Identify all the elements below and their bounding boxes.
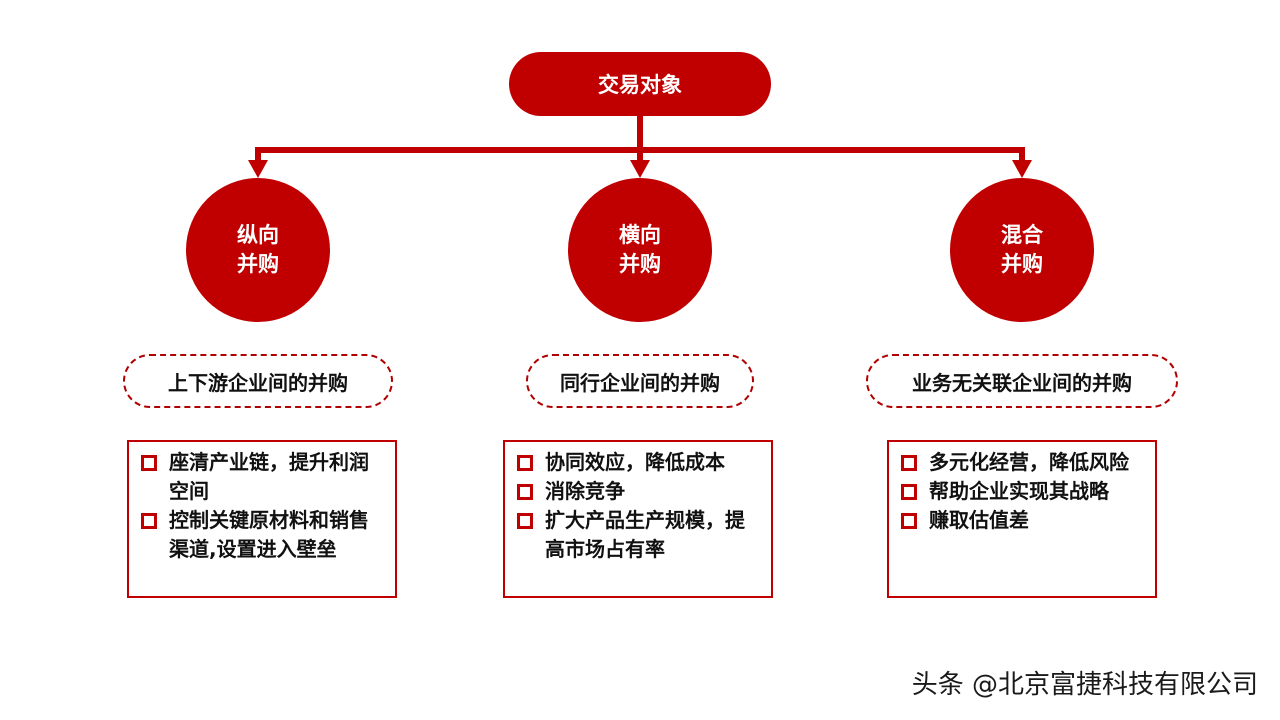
square-bullet-icon <box>141 455 157 471</box>
branch-title-line1: 横向 <box>619 223 661 247</box>
branch-title-line1: 纵向 <box>237 223 279 247</box>
point-item: 多元化经营，降低风险 <box>901 448 1147 477</box>
square-bullet-icon <box>517 455 533 471</box>
point-text: 扩大产品生产规模，提高市场占有率 <box>545 508 745 561</box>
points-box-vertical: 座清产业链，提升利润空间 控制关键原材料和销售渠道,设置进入壁垒 <box>127 440 397 598</box>
branch-desc-text: 上下游企业间的并购 <box>168 370 348 395</box>
point-text: 控制关键原材料和销售渠道,设置进入壁垒 <box>169 508 369 561</box>
watermark-text: 头条 @北京富捷科技有限公司 <box>911 670 1258 700</box>
branch-desc-text: 业务无关联企业间的并购 <box>912 370 1132 395</box>
point-item: 帮助企业实现其战略 <box>901 477 1147 506</box>
points-box-mixed: 多元化经营，降低风险 帮助企业实现其战略 赚取估值差 <box>887 440 1157 598</box>
square-bullet-icon <box>141 513 157 529</box>
branch-title-line1: 混合 <box>1001 223 1043 247</box>
branch-desc-text: 同行企业间的并购 <box>560 370 720 395</box>
branch-title-line2: 并购 <box>619 252 661 276</box>
arrowhead-left <box>248 160 268 178</box>
points-box-horizontal: 协同效应，降低成本 消除竞争 扩大产品生产规模，提高市场占有率 <box>503 440 773 598</box>
point-item: 座清产业链，提升利润空间 <box>141 448 387 506</box>
point-item: 消除竞争 <box>517 477 763 506</box>
point-item: 扩大产品生产规模，提高市场占有率 <box>517 506 763 564</box>
point-item: 控制关键原材料和销售渠道,设置进入壁垒 <box>141 506 387 564</box>
point-item: 赚取估值差 <box>901 506 1147 535</box>
square-bullet-icon <box>901 484 917 500</box>
root-label: 交易对象 <box>598 73 682 97</box>
point-text: 多元化经营，降低风险 <box>929 450 1129 474</box>
branch-desc-horizontal: 同行企业间的并购 <box>526 354 754 408</box>
branch-title-line2: 并购 <box>237 252 279 276</box>
branch-title-line2: 并购 <box>1001 252 1043 276</box>
point-text: 帮助企业实现其战略 <box>929 479 1109 503</box>
root-node: 交易对象 <box>509 52 771 116</box>
point-text: 消除竞争 <box>545 479 625 503</box>
arrowhead-right <box>1012 160 1032 178</box>
branch-circle-vertical: 纵向 并购 <box>186 178 330 322</box>
square-bullet-icon <box>517 513 533 529</box>
point-text: 赚取估值差 <box>929 508 1029 532</box>
branch-desc-mixed: 业务无关联企业间的并购 <box>866 354 1178 408</box>
arrowhead-middle <box>630 160 650 178</box>
point-text: 座清产业链，提升利润空间 <box>169 450 369 503</box>
square-bullet-icon <box>901 455 917 471</box>
point-text: 协同效应，降低成本 <box>545 450 725 474</box>
square-bullet-icon <box>901 513 917 529</box>
point-item: 协同效应，降低成本 <box>517 448 763 477</box>
square-bullet-icon <box>517 484 533 500</box>
branch-circle-horizontal: 横向 并购 <box>568 178 712 322</box>
branch-desc-vertical: 上下游企业间的并购 <box>123 354 393 408</box>
branch-circle-mixed: 混合 并购 <box>950 178 1094 322</box>
